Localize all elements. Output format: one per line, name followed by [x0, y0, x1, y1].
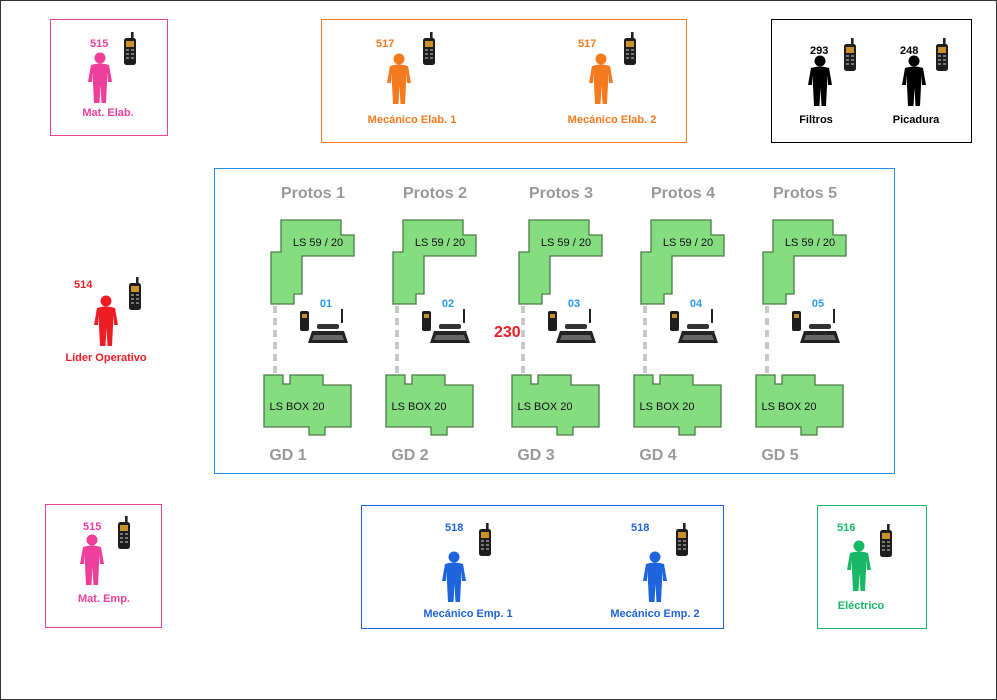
- mat-elab-box: [50, 19, 168, 136]
- radio-icon: [129, 277, 141, 310]
- filtros-ext: 293: [810, 45, 829, 57]
- person-icon: [902, 55, 926, 106]
- packer-label: LS BOX 20: [639, 401, 695, 413]
- mecanico-elab-2-label: Mecánico Elab. 2: [567, 114, 657, 126]
- mat-emp-label: Mat. Emp.: [78, 593, 130, 605]
- maker-machine-icon: [762, 219, 847, 305]
- maker-machine-icon: [518, 219, 603, 305]
- maker-machine-icon: [640, 219, 725, 305]
- packer-machine-icon: [755, 374, 844, 436]
- protos-title: Protos 4: [650, 185, 716, 202]
- person-icon: [643, 551, 667, 602]
- gd-label: GD 3: [517, 447, 555, 464]
- phone-number: 02: [441, 298, 455, 310]
- radio-icon: [423, 32, 435, 65]
- connector-line: [643, 306, 647, 382]
- protos-title: Protos 3: [528, 185, 594, 202]
- electrico-box: [817, 505, 927, 629]
- desk-phone-icon: [422, 309, 470, 343]
- packer-label: LS BOX 20: [391, 401, 447, 413]
- phone-number: 04: [689, 298, 703, 310]
- desk-phone-icon: [548, 309, 596, 343]
- person-icon: [94, 295, 118, 346]
- desk-phone-icon: [792, 309, 840, 343]
- phone-number: 03: [567, 298, 581, 310]
- connector-line: [765, 306, 769, 382]
- electrico-ext: 516: [837, 522, 856, 534]
- connector-line: [521, 306, 525, 382]
- person-icon: [442, 551, 466, 602]
- picadura-label: Picadura: [892, 114, 940, 126]
- maker-label: LS 59 / 20: [292, 237, 344, 249]
- protos-title: Protos 1: [280, 185, 346, 202]
- radio-icon: [624, 32, 636, 65]
- radio-icon: [118, 516, 130, 549]
- mat-elab-ext: 515: [90, 38, 109, 50]
- gd-label: GD 1: [269, 447, 307, 464]
- protos-title: Protos 5: [772, 185, 838, 202]
- lider-ext: 514: [74, 279, 93, 291]
- radio-icon: [479, 523, 491, 556]
- radio-icon: [676, 523, 688, 556]
- filtros-picadura-box: [771, 19, 972, 143]
- packer-machine-icon: [511, 374, 600, 436]
- desk-phone-icon: [300, 309, 348, 343]
- connector-line: [395, 306, 399, 382]
- packer-label: LS BOX 20: [269, 401, 325, 413]
- center-ext: 230: [494, 324, 521, 341]
- mecanico-emp-box: [361, 505, 724, 629]
- filtros-label: Filtros: [799, 114, 833, 126]
- radio-icon: [844, 38, 856, 71]
- person-icon: [589, 53, 613, 104]
- person-icon: [847, 540, 871, 591]
- person-icon: [808, 55, 832, 106]
- packer-machine-icon: [633, 374, 722, 436]
- packer-label: LS BOX 20: [517, 401, 573, 413]
- production-lines-box: [214, 168, 895, 474]
- gd-label: GD 4: [639, 447, 677, 464]
- radio-icon: [880, 524, 892, 557]
- gd-label: GD 5: [761, 447, 799, 464]
- connector-line: [273, 306, 277, 382]
- maker-label: LS 59 / 20: [662, 237, 714, 249]
- mecanico-emp-1-ext: 518: [445, 522, 464, 534]
- mecanico-elab-1-ext: 517: [376, 38, 395, 50]
- maker-label: LS 59 / 20: [540, 237, 592, 249]
- packer-label: LS BOX 20: [761, 401, 817, 413]
- mecanico-elab-1-label: Mecánico Elab. 1: [367, 114, 457, 126]
- person-icon: [80, 534, 104, 585]
- phone-number: 05: [811, 298, 825, 310]
- maker-label: LS 59 / 20: [784, 237, 836, 249]
- mecanico-elab-box: [321, 19, 687, 143]
- packer-machine-icon: [385, 374, 474, 436]
- mecanico-emp-2-ext: 518: [631, 522, 650, 534]
- phone-number: 01: [319, 298, 333, 310]
- mat-emp-box: [45, 504, 162, 628]
- mecanico-emp-1-label: Mecánico Emp. 1: [423, 608, 513, 620]
- person-icon: [387, 53, 411, 104]
- desk-phone-icon: [670, 309, 718, 343]
- lider-label: Líder Operativo: [65, 352, 147, 364]
- radio-icon: [936, 38, 948, 71]
- electrico-label: Eléctrico: [837, 600, 885, 612]
- mat-emp-ext: 515: [83, 521, 102, 533]
- radio-icon: [124, 32, 136, 65]
- packer-machine-icon: [263, 374, 352, 436]
- protos-title: Protos 2: [402, 185, 468, 202]
- mat-elab-label: Mat. Elab.: [82, 107, 134, 119]
- maker-label: LS 59 / 20: [414, 237, 466, 249]
- maker-machine-icon: [392, 219, 477, 305]
- mecanico-elab-2-ext: 517: [578, 38, 597, 50]
- maker-machine-icon: [270, 219, 355, 305]
- picadura-ext: 248: [900, 45, 919, 57]
- mecanico-emp-2-label: Mecánico Emp. 2: [610, 608, 700, 620]
- person-icon: [88, 52, 112, 103]
- gd-label: GD 2: [391, 447, 429, 464]
